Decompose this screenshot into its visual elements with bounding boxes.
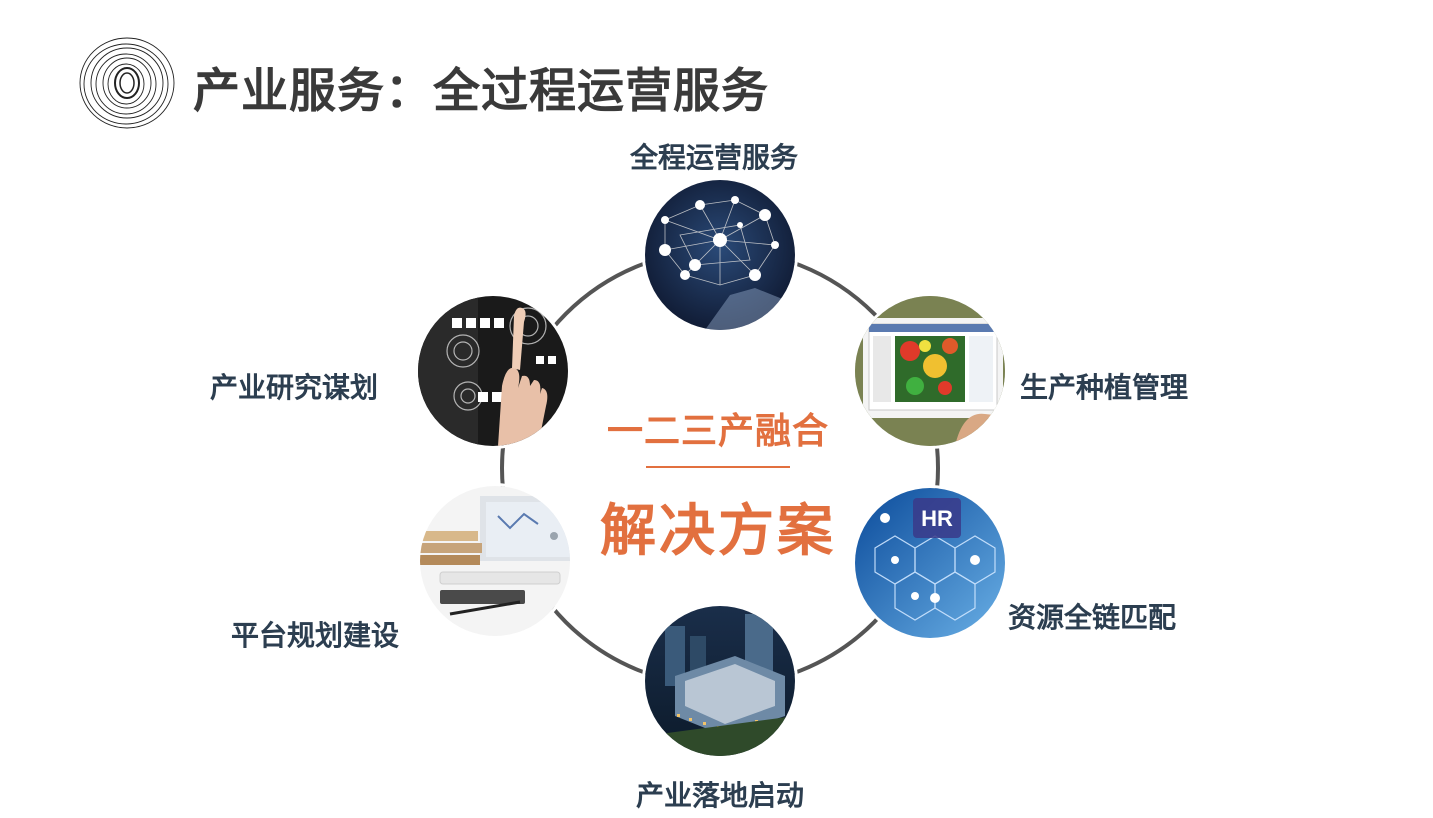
node-production-management-image xyxy=(855,296,1005,446)
label-industry-launch: 产业落地启动 xyxy=(636,779,805,812)
node-operation-service-image xyxy=(645,180,795,330)
center-subtitle: 一二三产融合 xyxy=(606,411,829,452)
label-platform-planning: 平台规划建设 xyxy=(231,619,400,652)
node-industry-launch-image xyxy=(645,606,795,756)
center-title: 解决方案 xyxy=(600,499,836,564)
label-operation-service: 全程运营服务 xyxy=(630,141,799,174)
node-resource-matching-image: HR xyxy=(855,488,1005,638)
page-title: 产业服务：全过程运营服务 xyxy=(193,64,769,119)
label-production-management: 生产种植管理 xyxy=(1020,371,1189,404)
hr-text: HR xyxy=(921,506,953,531)
logo-rings-icon xyxy=(79,37,175,129)
label-resource-matching: 资源全链匹配 xyxy=(1008,601,1177,634)
label-industry-research: 产业研究谋划 xyxy=(210,371,379,404)
node-industry-research-image xyxy=(418,296,568,446)
node-platform-planning-image xyxy=(420,486,570,636)
center-divider xyxy=(646,466,790,468)
